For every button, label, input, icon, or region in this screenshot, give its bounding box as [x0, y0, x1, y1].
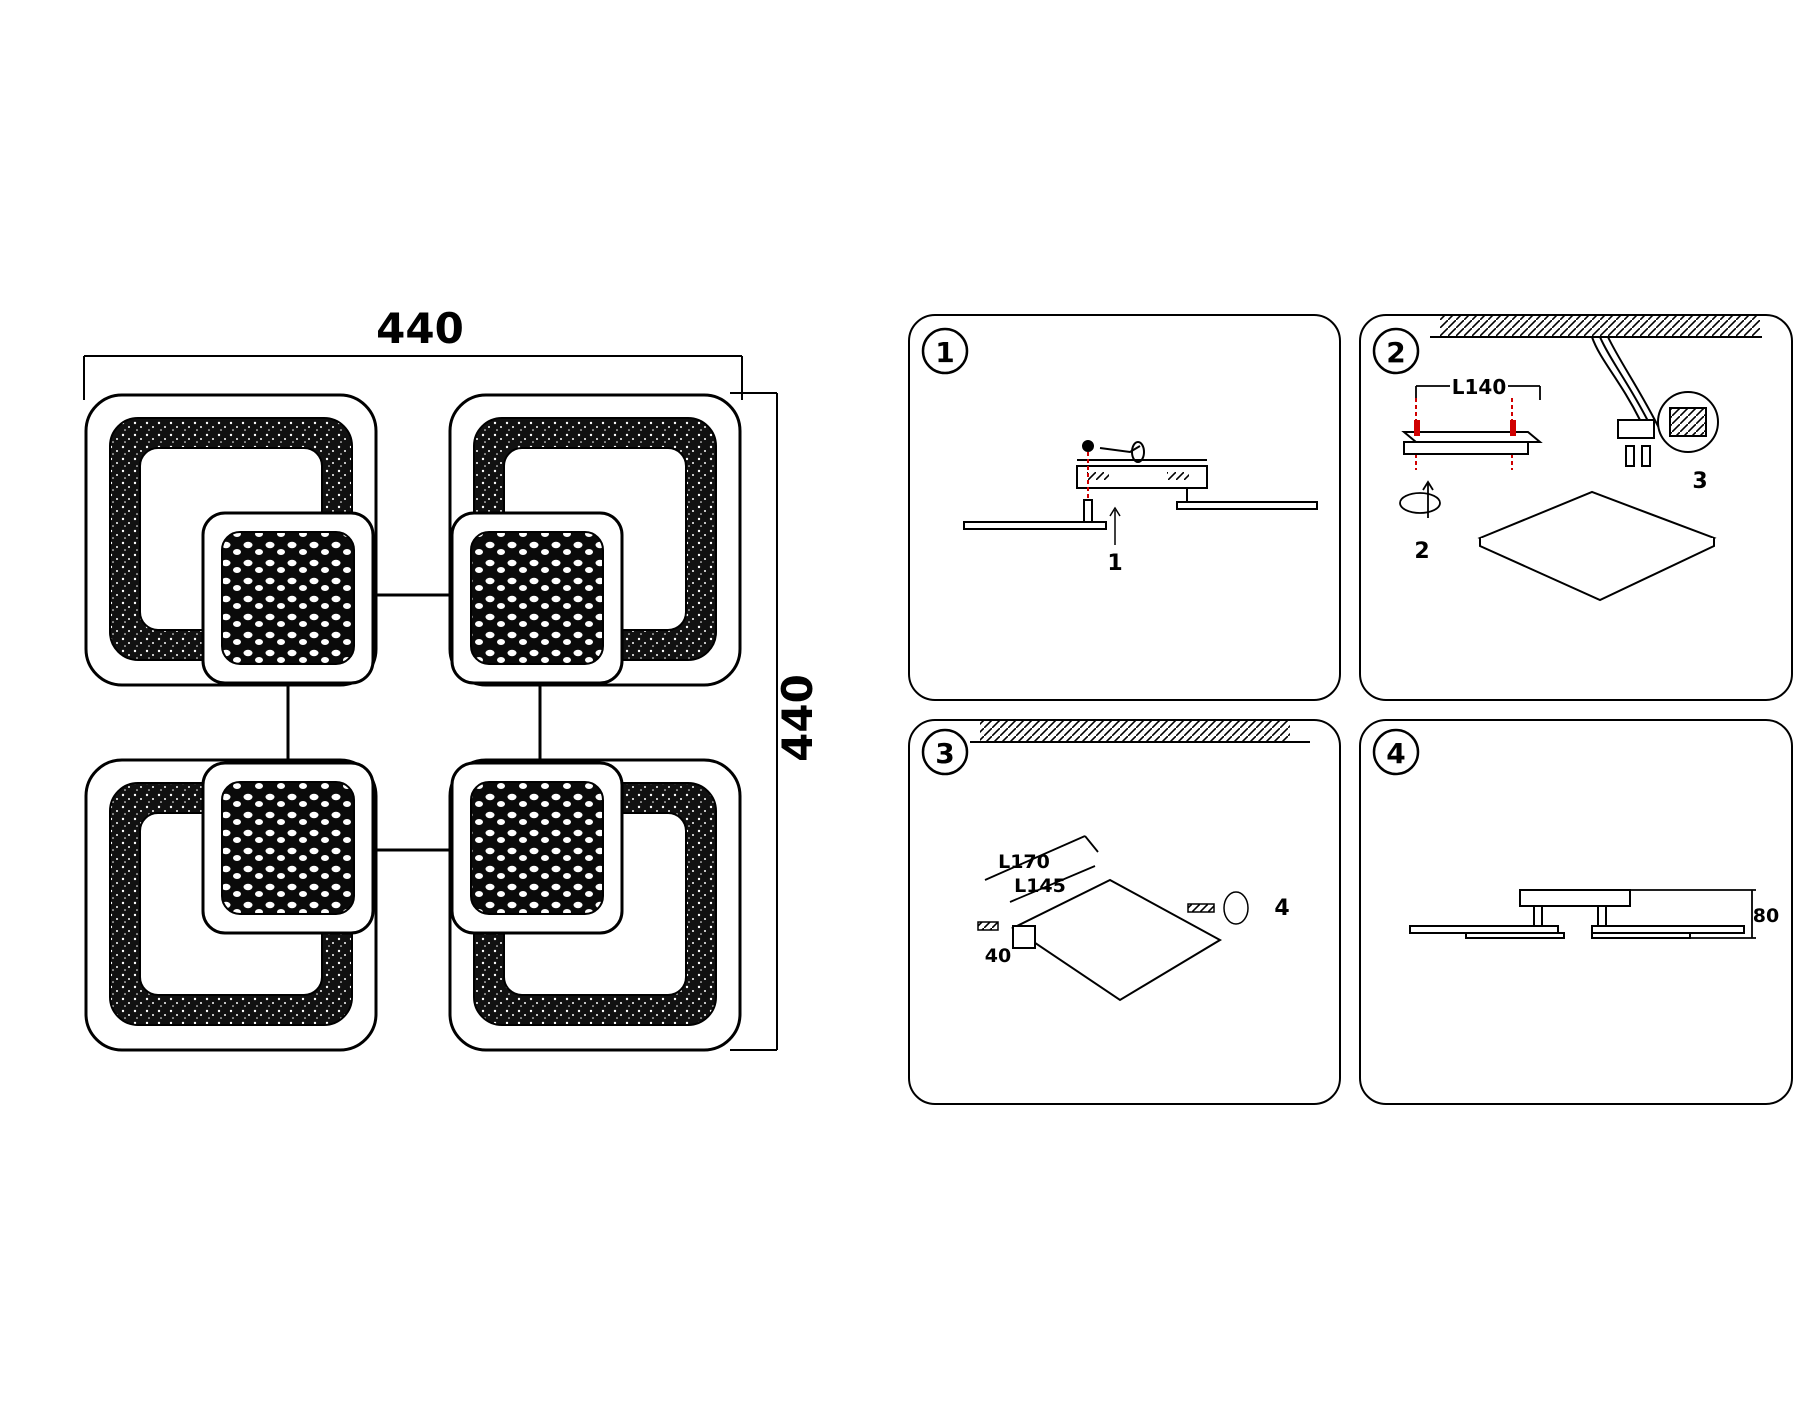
- step-badge-3: [921, 728, 969, 776]
- height-80-dimension: [1630, 889, 1756, 939]
- l145-label: L145: [1014, 875, 1066, 897]
- height-dimension: [730, 392, 778, 1051]
- mounted-lamp-side: [1409, 889, 1745, 939]
- panel-step-2: 2 L140 2: [1359, 314, 1793, 701]
- wires: [1591, 336, 1661, 431]
- inner-cube-top-left: [201, 511, 375, 685]
- inner-cube-top-right: [450, 511, 624, 685]
- screw-right-icon: [1187, 891, 1249, 925]
- callout-3: 3: [1692, 469, 1707, 494]
- panel-step-1: 1 1: [908, 314, 1341, 701]
- step-number-3: 3: [935, 737, 954, 770]
- callout-2: 2: [1414, 539, 1429, 564]
- width-label: 440: [376, 304, 464, 353]
- l140-label: L140: [1452, 375, 1507, 399]
- wrench-icon: [1082, 440, 1145, 463]
- step-number-4: 4: [1386, 737, 1405, 770]
- mounting-bracket: [963, 459, 1318, 530]
- panel-step-3: 3 L170 L145 40 4: [908, 719, 1341, 1105]
- plate-3: [1011, 878, 1223, 1002]
- screw-left-icon: [977, 921, 999, 931]
- step-number-2: 2: [1386, 336, 1405, 369]
- l170-l145-dimension: [984, 835, 1099, 903]
- ceiling-hatch-3: [980, 720, 1290, 742]
- label-40: 40: [985, 945, 1011, 967]
- step-badge-1: [921, 327, 969, 375]
- arrow-up-icon: [1109, 506, 1121, 545]
- bracket-2: [1401, 420, 1543, 455]
- rotate-arrow-icon: [1399, 480, 1441, 518]
- terminal-block: [1617, 419, 1655, 467]
- l140-dimension: [1415, 385, 1541, 400]
- height-label: 440: [773, 674, 822, 762]
- width-dimension: [83, 355, 743, 400]
- zoom-detail-icon: [1657, 391, 1719, 453]
- ceiling-plate: [1477, 490, 1717, 602]
- step-badge-4: [1372, 728, 1420, 776]
- l170-label: L170: [998, 851, 1050, 873]
- lamp-top-view: 440 440: [83, 304, 822, 1052]
- inner-cube-bottom-right: [450, 761, 624, 935]
- callout-1: 1: [1107, 551, 1122, 576]
- step-number-1: 1: [935, 336, 954, 369]
- step-badge-2: [1372, 327, 1420, 375]
- label-80: 80: [1753, 905, 1779, 927]
- screw-icon: [1083, 499, 1093, 523]
- ceiling-hatch: [1440, 315, 1760, 337]
- panel-step-4: 4 80: [1359, 719, 1793, 1105]
- inner-cube-bottom-left: [201, 761, 375, 935]
- callout-4: 4: [1274, 896, 1289, 921]
